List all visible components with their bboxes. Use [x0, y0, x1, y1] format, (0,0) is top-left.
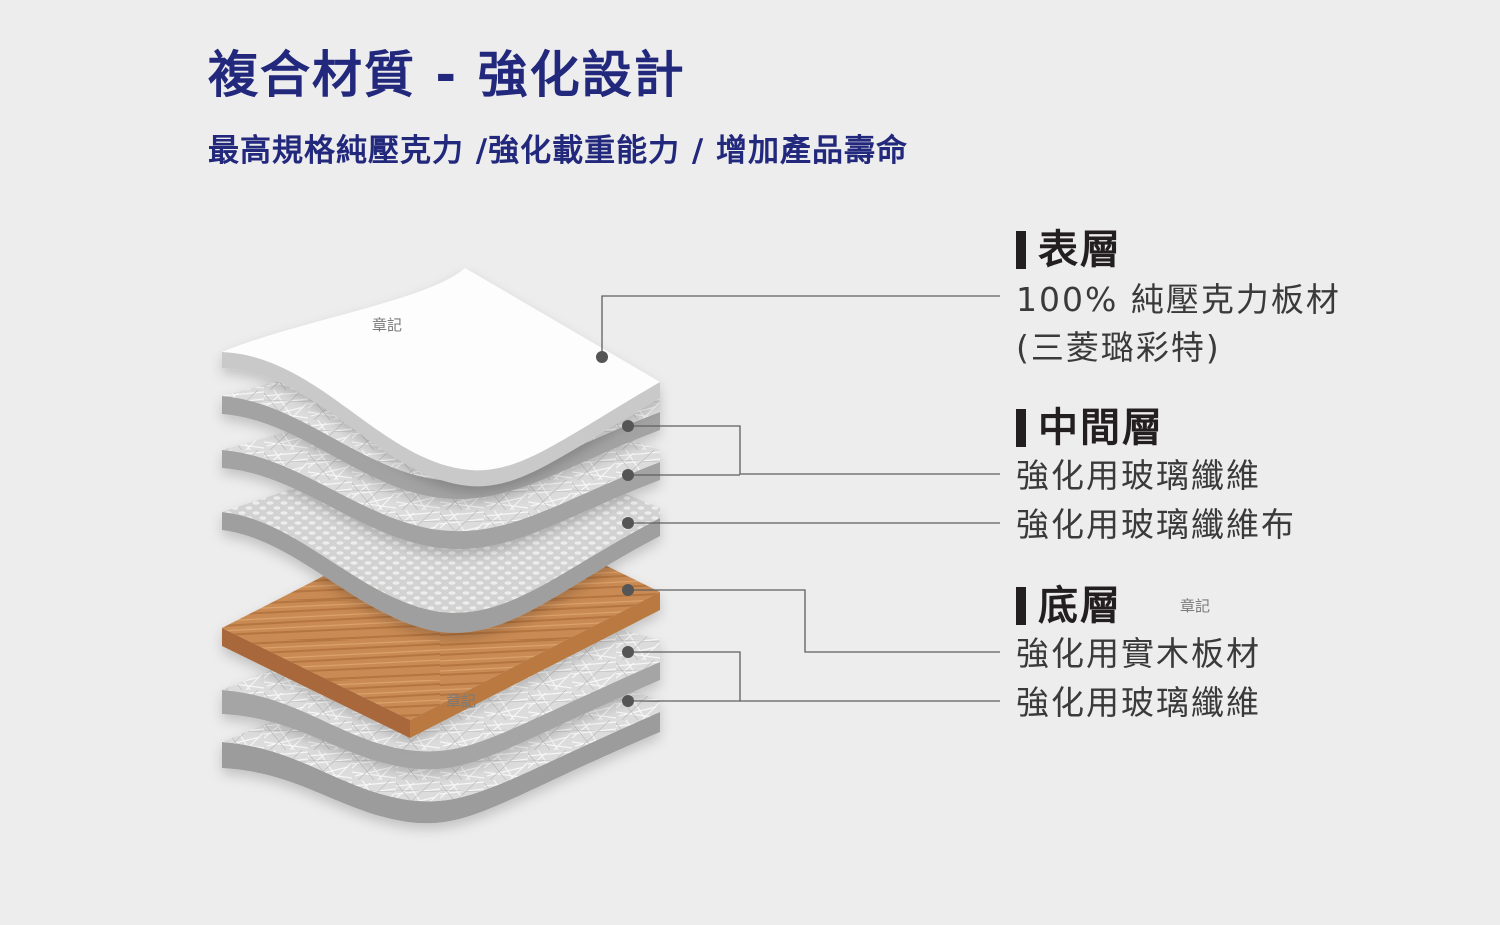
middle-label-1: 強化用玻璃纖維: [1016, 456, 1261, 495]
leader-dot-acrylic: [596, 351, 608, 363]
section-middle-header: 中間層: [1016, 404, 1164, 452]
stamp-top-sheet: 章記: [372, 316, 403, 334]
section-bar-icon: [1016, 231, 1026, 269]
bottom-label-2: 強化用玻璃纖維: [1016, 683, 1261, 722]
stamp-wood-board: 章記: [446, 692, 477, 710]
section-middle-title: 中間層: [1038, 405, 1164, 451]
stamp-bottom-heading: 章記: [1180, 597, 1211, 615]
leader-dots: [596, 351, 634, 707]
section-surface-title: 表層: [1038, 227, 1122, 273]
leader-dot-wood: [622, 584, 634, 596]
leader-line-wood: [628, 589, 1000, 653]
leader-dot-fiberglass-cloth: [622, 517, 634, 529]
page-title: 複合材質 - 強化設計: [208, 46, 686, 104]
leader-dot-fiberglass-mid-2: [622, 469, 634, 481]
leader-dot-fiberglass-bottom-2: [622, 695, 634, 707]
leader-line-acrylic: [601, 295, 1000, 357]
surface-label-2: (三菱璐彩特): [1016, 328, 1221, 367]
section-bottom-header: 底層: [1016, 582, 1122, 630]
bottom-label-1: 強化用實木板材: [1016, 634, 1261, 673]
leader-lines: [601, 295, 1000, 702]
section-bar-icon: [1016, 409, 1026, 447]
acrylic-top-sheet: [222, 268, 660, 487]
section-bar-icon: [1016, 587, 1026, 625]
middle-label-2: 強化用玻璃纖維布: [1016, 505, 1296, 544]
leader-dot-fiberglass-bottom-1: [622, 646, 634, 658]
leader-line-fiberglass-bottom-1: [628, 651, 1000, 702]
page-subtitle: 最高規格純壓克力 /強化載重能力 / 增加產品壽命: [208, 133, 909, 169]
surface-label-1: 100% 純壓克力板材: [1016, 280, 1341, 319]
leader-line-fiberglass-mid-1: [628, 425, 1000, 475]
section-surface-header: 表層: [1016, 226, 1122, 274]
leader-dot-fiberglass-mid-1: [622, 420, 634, 432]
section-bottom-title: 底層: [1038, 583, 1122, 629]
